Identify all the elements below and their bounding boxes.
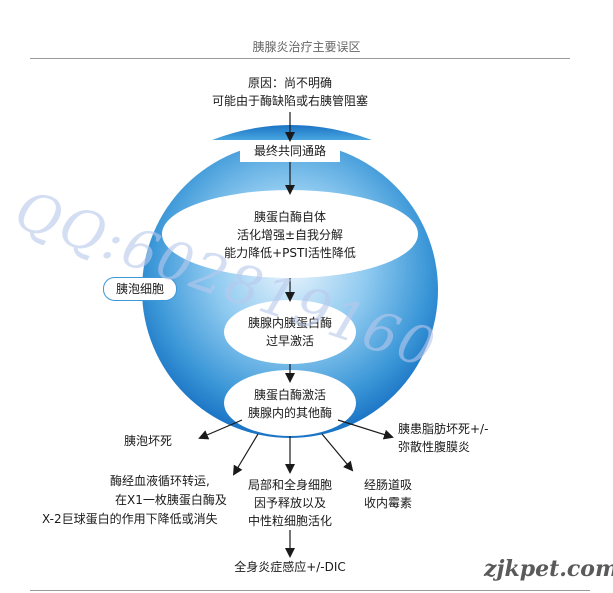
outcome-circulation-line3: X-2巨球蛋白的作用下降低或消失 — [42, 512, 218, 526]
enzyme-self-ellipse — [162, 190, 418, 278]
premature-activation-line1: 胰腺内胰蛋白酶 — [247, 316, 332, 330]
outcome-cytokines-line3: 中性粒细胞活化 — [247, 514, 332, 528]
arrow-to-acinar-necrosis — [198, 419, 243, 440]
header-rule — [30, 58, 570, 59]
activation-ellipse — [224, 370, 356, 436]
enzyme-self-line3: 能力降低+PSTI活性降低 — [224, 246, 356, 260]
outcome-gut-absorption-line1: 经肠道吸 — [364, 478, 413, 492]
activation-line2: 胰腺内的其他酶 — [247, 406, 332, 420]
acinar-cell-label-box — [103, 277, 177, 301]
outcome-cytokines-line2: 因予释放以及 — [253, 496, 326, 510]
arrow-to-circulation — [232, 433, 259, 476]
outcome-acinar-necrosis: 胰泡坏死 — [124, 434, 173, 448]
sphere-top-cap — [212, 125, 372, 140]
outcome-fat-necrosis-line1: 胰患脂肪坏死+/- — [398, 422, 489, 436]
watermark-site: zjkpet.com — [484, 556, 613, 582]
outcome-fat-necrosis-line2: 弥散性腹膜炎 — [398, 440, 471, 454]
cause-line1: 原因：尚不明确 — [247, 76, 332, 90]
common-pathway-text: 最终共同通路 — [253, 144, 326, 158]
page-title: 胰腺炎治疗主要误区 — [252, 40, 361, 54]
outcome-cytokines-line1: 局部和全身细胞 — [247, 478, 332, 492]
outcome-sirs: 全身炎症感应+/-DIC — [234, 560, 346, 574]
premature-activation-ellipse — [224, 300, 356, 364]
common-pathway-band — [240, 140, 340, 162]
enzyme-self-line1: 胰蛋白酶自体 — [253, 210, 326, 224]
acinar-cell-label: 胰泡细胞 — [115, 282, 164, 296]
activation-line1: 胰蛋白酶激活 — [253, 388, 326, 402]
arrow-to-gut-absorption — [321, 433, 354, 472]
outcome-circulation-line1: 酶经血液循环转运, — [110, 474, 210, 488]
outcome-circulation-line2: 在X1一枚胰蛋白酶及 — [115, 493, 227, 507]
premature-activation-line2: 过早激活 — [265, 334, 314, 348]
cause-line2: 可能由于酶缺陷或右胰管阻塞 — [211, 94, 368, 108]
enzyme-self-line2: 活化增强±自我分解 — [236, 228, 344, 242]
footer-rule — [30, 590, 590, 591]
arrow-to-fat-necrosis — [337, 419, 394, 440]
outcome-gut-absorption-line2: 收内霉素 — [364, 496, 413, 510]
